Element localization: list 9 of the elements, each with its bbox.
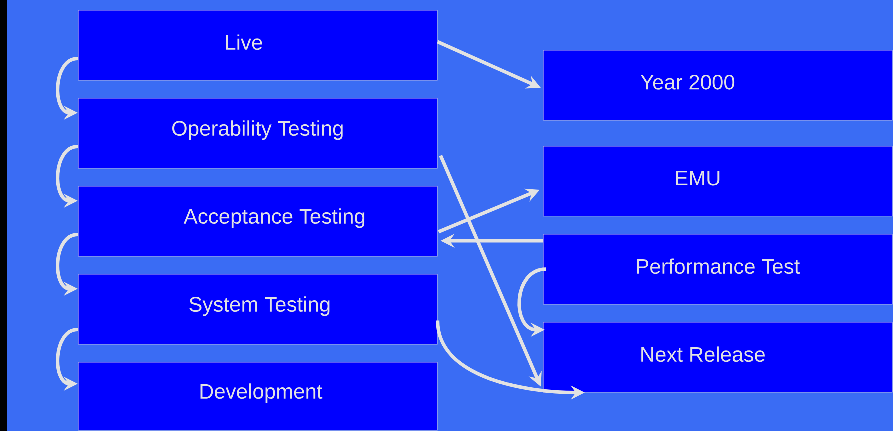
- process-box: Year 2000: [543, 50, 893, 121]
- process-box: EMU: [543, 146, 893, 217]
- process-box: Development: [78, 362, 438, 431]
- process-box: Performance Test: [543, 234, 893, 305]
- process-box: Next Release: [543, 322, 893, 393]
- process-box: Live: [78, 10, 438, 81]
- process-box: System Testing: [78, 274, 438, 345]
- process-box: Operability Testing: [78, 98, 438, 169]
- process-box: Acceptance Testing: [78, 186, 438, 257]
